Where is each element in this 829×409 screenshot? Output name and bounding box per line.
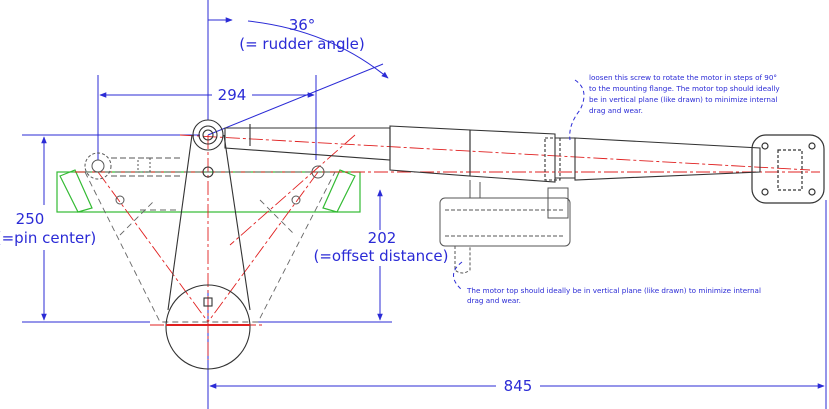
motor-note-line-1: The motor top should ideally be in verti… (466, 286, 761, 295)
offset-note: (=offset distance) (313, 247, 448, 265)
rudder-angle-note: (= rudder angle) (239, 35, 365, 53)
pin-center-value: 250 (16, 210, 45, 228)
tiller-arm (167, 119, 251, 311)
dimension-rudder-angle (207, 0, 389, 136)
motor-note-leader (453, 261, 463, 291)
rudder-hub (165, 284, 251, 370)
rear-mount-flange (751, 134, 825, 204)
pin-center-note: (=pin center) (0, 229, 96, 247)
screw-note-line-3: be in vertical plane (like drawn) to min… (589, 95, 777, 104)
rudder-angle-label: 36° (289, 16, 316, 34)
screw-note: loosen this screw to rotate the motor in… (589, 73, 780, 115)
screw-note-line-2: to the mounting flange. The motor top sh… (589, 84, 780, 93)
motor-note-line-2: drag and wear. (467, 296, 521, 305)
offset-value: 202 (368, 229, 397, 247)
left-pivot (84, 152, 325, 205)
swept-linkage-outline (84, 171, 336, 323)
tiller-length-label: 294 (218, 86, 247, 104)
dimension-pin-center (22, 134, 200, 323)
dimension-offset-distance (256, 189, 392, 323)
actuator-motor (439, 180, 571, 274)
overall-length-label: 845 (504, 377, 533, 395)
linear-actuator (224, 124, 761, 183)
screw-note-line-4: drag and wear. (589, 106, 643, 115)
screw-note-line-1: loosen this screw to rotate the motor in… (589, 73, 777, 82)
dimension-tiller-length (97, 75, 317, 160)
screw-note-leader (569, 79, 585, 141)
motor-note: The motor top should ideally be in verti… (466, 286, 761, 305)
